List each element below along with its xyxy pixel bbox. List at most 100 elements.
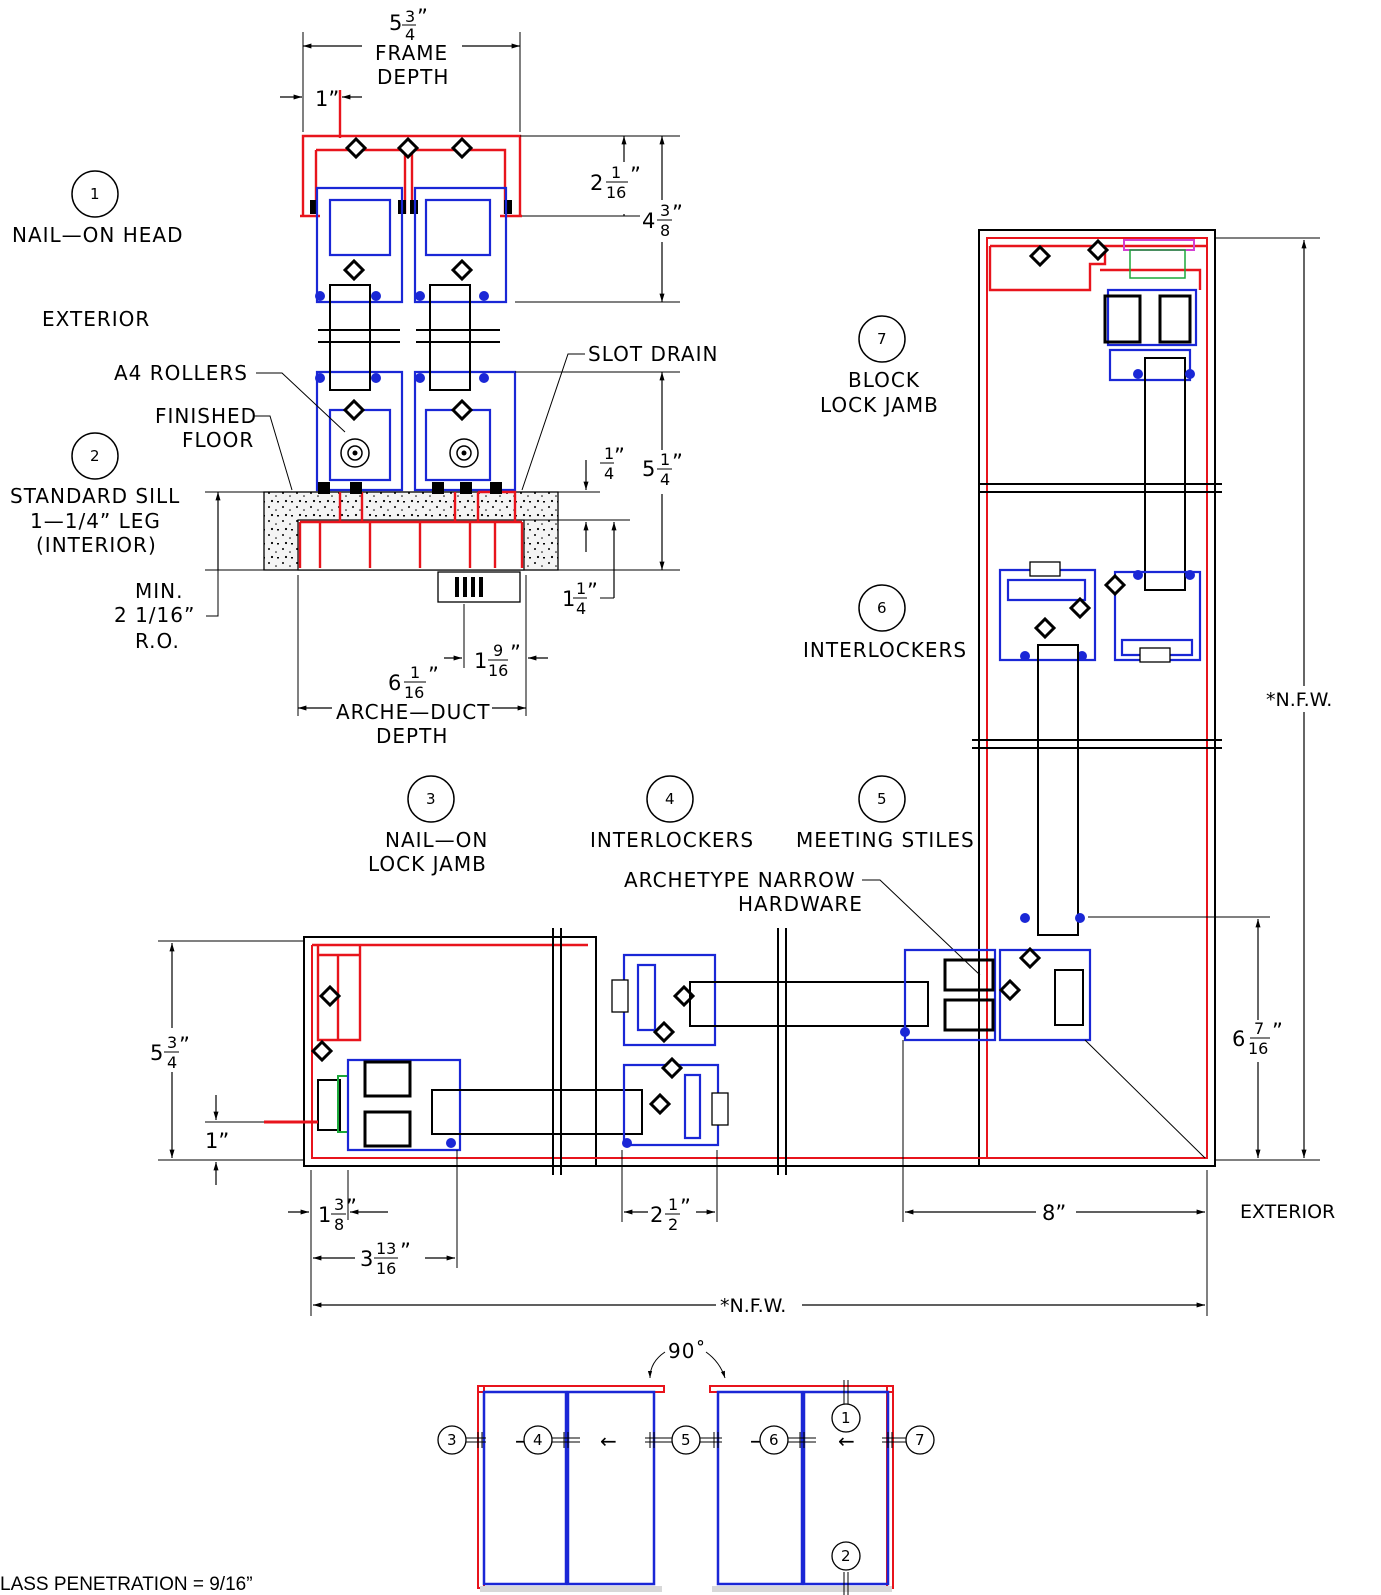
- hardware-label: HARDWARE: [738, 892, 863, 916]
- a4-rollers-callout: A4 ROLLERS: [114, 361, 346, 433]
- bubble-text: 2: [90, 447, 100, 465]
- dim-text: 1: [668, 1195, 678, 1214]
- head-dims-right: 2 1 16 ” 4 3 8 ” 5 1 4 ” 1 4 ” 1 1 4 ”: [515, 135, 688, 618]
- dim-text: 1”: [315, 87, 339, 111]
- dim-text: 16: [1248, 1039, 1268, 1058]
- bubble-text: 3: [426, 790, 436, 808]
- dim-text: ”: [630, 163, 641, 187]
- plan-bubble-3: 3: [437, 1425, 467, 1455]
- bubble-text: 5: [681, 1431, 691, 1449]
- dim-text: 5: [642, 457, 655, 481]
- bubble-6: 6: [858, 584, 906, 632]
- dim-text: 2: [668, 1215, 678, 1234]
- dim-text: ”: [428, 663, 439, 687]
- bubble-text: 6: [769, 1431, 779, 1449]
- bubble-text: 3: [447, 1431, 457, 1449]
- dim-text: 1: [576, 579, 586, 598]
- left-5-3-4-dimension: 5 3 4 ”: [148, 940, 304, 1161]
- plan-bubble-7: 7: [905, 1425, 935, 1455]
- bubble-text: 1: [90, 185, 100, 203]
- dim-text: 6: [388, 671, 401, 695]
- sill-assembly: [263, 482, 559, 603]
- interior-label: (INTERIOR): [36, 533, 157, 557]
- bubble-text: 4: [533, 1431, 543, 1449]
- min-value-label: 2 1/16”: [114, 603, 195, 627]
- archetype-hardware-callout: ARCHETYPE NARROW HARDWARE: [624, 868, 981, 976]
- dim-text: 4: [405, 25, 415, 44]
- dim-text: ”: [510, 641, 521, 665]
- dim-text: 8: [334, 1215, 344, 1234]
- dim-text: 1: [660, 450, 670, 469]
- bubble-text: 7: [915, 1431, 925, 1449]
- depth-label: DEPTH: [377, 65, 449, 89]
- lock-jamb-label: LOCK JAMB: [368, 852, 487, 876]
- one-inch-bottom-dimension: 1”: [205, 1095, 264, 1185]
- plan-bubble-6: 6: [759, 1425, 789, 1455]
- plan-bubble-4: 4: [523, 1425, 553, 1455]
- dim-1-3-8: 1 3 8 ”: [288, 1170, 388, 1262]
- bubble-text: 4: [665, 790, 675, 808]
- dim-text: ”: [346, 1195, 357, 1219]
- plan-bubble-2: 2: [831, 1541, 861, 1571]
- dim-text: 5: [389, 11, 402, 35]
- interlockers-4-label: INTERLOCKERS: [590, 828, 754, 852]
- dim-text: 16: [404, 683, 424, 702]
- dim-text: ”: [614, 444, 625, 468]
- dim-text: ”: [400, 1239, 411, 1263]
- a4-rollers-label: A4 ROLLERS: [114, 361, 248, 385]
- dim-text: 4: [660, 470, 670, 489]
- bubble-text: 2: [841, 1547, 851, 1565]
- dim-text: 1: [318, 1203, 331, 1227]
- leg-label: 1—1/4” LEG: [30, 509, 161, 533]
- bubble-2: 2: [71, 432, 119, 480]
- block-lock-jamb-label: LOCK JAMB: [820, 393, 939, 417]
- bubble-3: 3: [407, 775, 455, 823]
- dim-text: ”: [587, 579, 598, 603]
- frame-depth-dimension: 5 3 4 ” FRAME DEPTH: [302, 5, 521, 132]
- dim-text: ”: [179, 1033, 190, 1057]
- vertical-jamb-assembly: *N.F.W.: [972, 229, 1346, 1167]
- dim-text: 16: [376, 1259, 396, 1278]
- bubble-text: 7: [877, 330, 887, 348]
- dim-text: 2: [590, 171, 603, 195]
- glass-penetration-note: LASS PENETRATION = 9/16”: [0, 1574, 253, 1595]
- dim-text: 3: [405, 7, 415, 26]
- nail-on-head-label: NAIL—ON HEAD: [12, 223, 184, 247]
- nfw-right-label: *N.F.W.: [1266, 689, 1332, 711]
- head-panel-right: [413, 186, 517, 492]
- arrow-left-icon: ←: [600, 1429, 618, 1453]
- slot-drain-callout: SLOT DRAIN: [521, 342, 717, 491]
- dim-text: 1: [410, 663, 420, 682]
- dim-text: 8: [660, 221, 670, 240]
- dim-6-7-16: 6 7 16 ”: [1088, 916, 1284, 1158]
- arrow-left-icon: ←: [838, 1429, 856, 1453]
- dim-text: 3: [167, 1033, 177, 1052]
- finished-floor-callout: FINISHED FLOOR: [155, 404, 293, 491]
- dim-text: 4: [167, 1053, 177, 1072]
- dim-text: 3: [360, 1247, 373, 1271]
- plan-key: 90˚ → ← → ← 3 4: [437, 1339, 935, 1595]
- dim-text: 6: [1232, 1027, 1245, 1051]
- bubble-4: 4: [646, 775, 694, 823]
- dim-3-13-16: 3 13 16 ”: [313, 1150, 458, 1280]
- finished-label: FINISHED: [155, 404, 257, 428]
- standard-sill-label: STANDARD SILL: [10, 484, 180, 508]
- block-label: BLOCK: [848, 368, 920, 392]
- archetype-label: ARCHETYPE NARROW: [624, 868, 856, 892]
- bubble-5: 5: [858, 775, 906, 823]
- dim-text: 1: [611, 163, 621, 182]
- dim-text: 9: [493, 641, 503, 660]
- dim-text: ”: [417, 5, 428, 29]
- dim-text: 3: [334, 1195, 344, 1214]
- dim-text: 4: [576, 599, 586, 618]
- dim-text: 5: [150, 1041, 163, 1065]
- nfw-bottom-dimension: *N.F.W.: [310, 1262, 1205, 1317]
- head-frame-extrusion: [300, 134, 522, 218]
- dim-text: ”: [672, 450, 683, 474]
- plan-bubble-1: 1: [831, 1403, 861, 1433]
- dim-text: 1”: [205, 1129, 229, 1153]
- dim-text: ”: [680, 1195, 691, 1219]
- one-inch-top-dimension: 1”: [280, 87, 362, 138]
- plan-bubble-5: 5: [671, 1425, 701, 1455]
